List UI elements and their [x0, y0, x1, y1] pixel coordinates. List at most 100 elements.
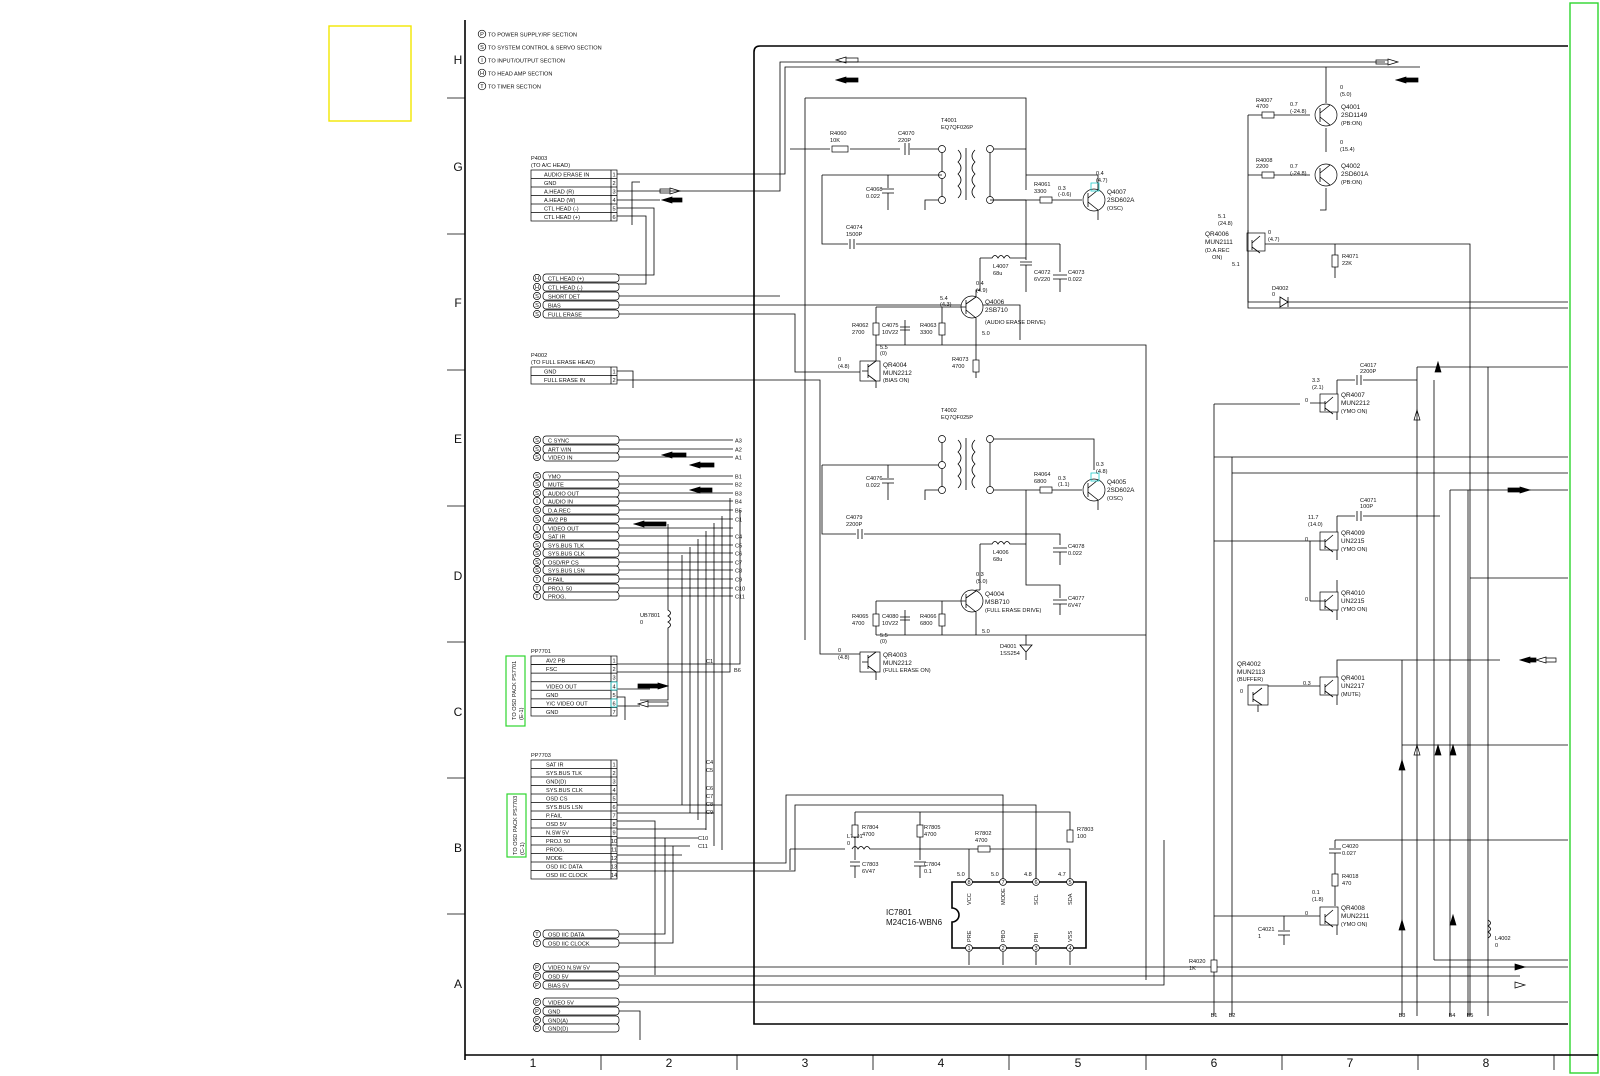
- svg-text:R7805: R7805: [924, 825, 940, 831]
- svg-text:BIAS: BIAS: [548, 303, 561, 309]
- svg-text:T4002: T4002: [941, 408, 957, 414]
- svg-text:VCC: VCC: [967, 893, 973, 905]
- svg-text:MSB710: MSB710: [985, 599, 1010, 606]
- svg-text:MUN2212: MUN2212: [1341, 400, 1370, 407]
- svg-text:C10: C10: [698, 836, 708, 842]
- svg-text:C4020: C4020: [1342, 844, 1358, 850]
- svg-text:VIDEO 5V: VIDEO 5V: [548, 1000, 574, 1006]
- svg-text:C8: C8: [735, 568, 742, 574]
- svg-text:P: P: [535, 1026, 539, 1032]
- svg-text:S: S: [535, 551, 539, 557]
- svg-text:UN2215: UN2215: [1341, 598, 1365, 605]
- svg-text:(5.0): (5.0): [976, 579, 988, 585]
- svg-text:0: 0: [1240, 689, 1243, 695]
- svg-text:6800: 6800: [920, 621, 932, 627]
- pin-number: 7: [612, 814, 615, 820]
- svg-text:6V220: 6V220: [1034, 277, 1050, 283]
- svg-text:(4.8): (4.8): [838, 655, 850, 661]
- legend-letter: H: [480, 71, 484, 77]
- svg-text:(15.4): (15.4): [1340, 147, 1355, 153]
- svg-text:VIDEO OUT: VIDEO OUT: [548, 526, 579, 532]
- svg-text:3.3: 3.3: [1312, 378, 1320, 384]
- pin-number: 4: [612, 684, 615, 690]
- svg-text:B4: B4: [1449, 1013, 1456, 1019]
- svg-text:UN2215: UN2215: [1341, 538, 1365, 545]
- svg-text:C11: C11: [698, 844, 708, 850]
- pin-label: OSD CS: [546, 797, 568, 803]
- svg-text:C4077: C4077: [1068, 596, 1084, 602]
- pin-label: Y/C VIDEO OUT: [546, 701, 588, 707]
- svg-text:1: 1: [1258, 934, 1261, 940]
- svg-text:B4: B4: [735, 499, 742, 505]
- svg-text:6: 6: [612, 215, 615, 221]
- svg-text:(PB:ON): (PB:ON): [1341, 121, 1362, 127]
- svg-text:0: 0: [1305, 911, 1308, 917]
- svg-text:(PB:ON): (PB:ON): [1341, 180, 1362, 186]
- svg-text:(YMO ON): (YMO ON): [1341, 409, 1368, 415]
- svg-text:0.3: 0.3: [1303, 681, 1311, 687]
- row-label: D: [454, 569, 463, 583]
- svg-text:Q4001: Q4001: [1341, 104, 1361, 111]
- svg-text:R4060: R4060: [830, 131, 846, 137]
- pin-number: 1: [612, 763, 615, 769]
- pin-number: 3: [612, 780, 615, 786]
- svg-text:FULL ERASE: FULL ERASE: [548, 312, 582, 318]
- col-label: 4: [938, 1056, 945, 1070]
- svg-text:2700: 2700: [852, 330, 864, 336]
- svg-text:(OSC): (OSC): [1107, 496, 1123, 502]
- svg-text:T: T: [535, 594, 539, 600]
- svg-text:C4071: C4071: [1360, 498, 1376, 504]
- svg-text:6800: 6800: [1034, 479, 1046, 485]
- svg-text:10V22: 10V22: [882, 621, 898, 627]
- svg-text:8: 8: [967, 880, 970, 886]
- svg-text:SHORT DET: SHORT DET: [548, 294, 581, 300]
- svg-text:2200: 2200: [1256, 164, 1268, 170]
- svg-text:1: 1: [967, 946, 970, 952]
- svg-text:1: 1: [612, 173, 615, 179]
- svg-text:C9: C9: [735, 577, 742, 583]
- svg-text:1500P: 1500P: [846, 232, 862, 238]
- svg-text:R4063: R4063: [920, 323, 936, 329]
- svg-text:P: P: [535, 974, 539, 980]
- svg-text:(AUDIO ERASE DRIVE): (AUDIO ERASE DRIVE): [985, 320, 1046, 326]
- svg-text:68u: 68u: [993, 557, 1002, 563]
- pin-number: 11: [611, 848, 617, 854]
- svg-text:0: 0: [1268, 230, 1271, 236]
- legend-letter: S: [480, 45, 484, 51]
- pin-label: GND: [546, 710, 558, 716]
- svg-text:S: S: [535, 455, 539, 461]
- svg-text:6V47: 6V47: [1068, 603, 1081, 609]
- svg-text:(D.A.REC: (D.A.REC: [1205, 248, 1230, 254]
- svg-text:S: S: [535, 474, 539, 480]
- svg-text:C4075: C4075: [882, 323, 898, 329]
- svg-text:QR4002: QR4002: [1237, 661, 1261, 668]
- svg-text:4700: 4700: [952, 364, 964, 370]
- pin-number: 10: [611, 839, 617, 845]
- svg-text:PP7703: PP7703: [531, 753, 551, 759]
- svg-text:T: T: [535, 586, 539, 592]
- svg-text:R4061: R4061: [1034, 182, 1050, 188]
- pin-number: 14: [611, 873, 617, 879]
- svg-text:SYS.BUS TLK: SYS.BUS TLK: [548, 543, 584, 549]
- svg-text:1: 1: [612, 370, 615, 376]
- svg-text:QR4001: QR4001: [1341, 675, 1365, 682]
- svg-text:S: S: [535, 438, 539, 444]
- svg-text:GND(A): GND(A): [548, 1018, 568, 1024]
- svg-text:0.7: 0.7: [1290, 164, 1298, 170]
- svg-text:C4079: C4079: [846, 515, 862, 521]
- svg-text:R7802: R7802: [975, 831, 991, 837]
- svg-text:C9: C9: [706, 810, 713, 816]
